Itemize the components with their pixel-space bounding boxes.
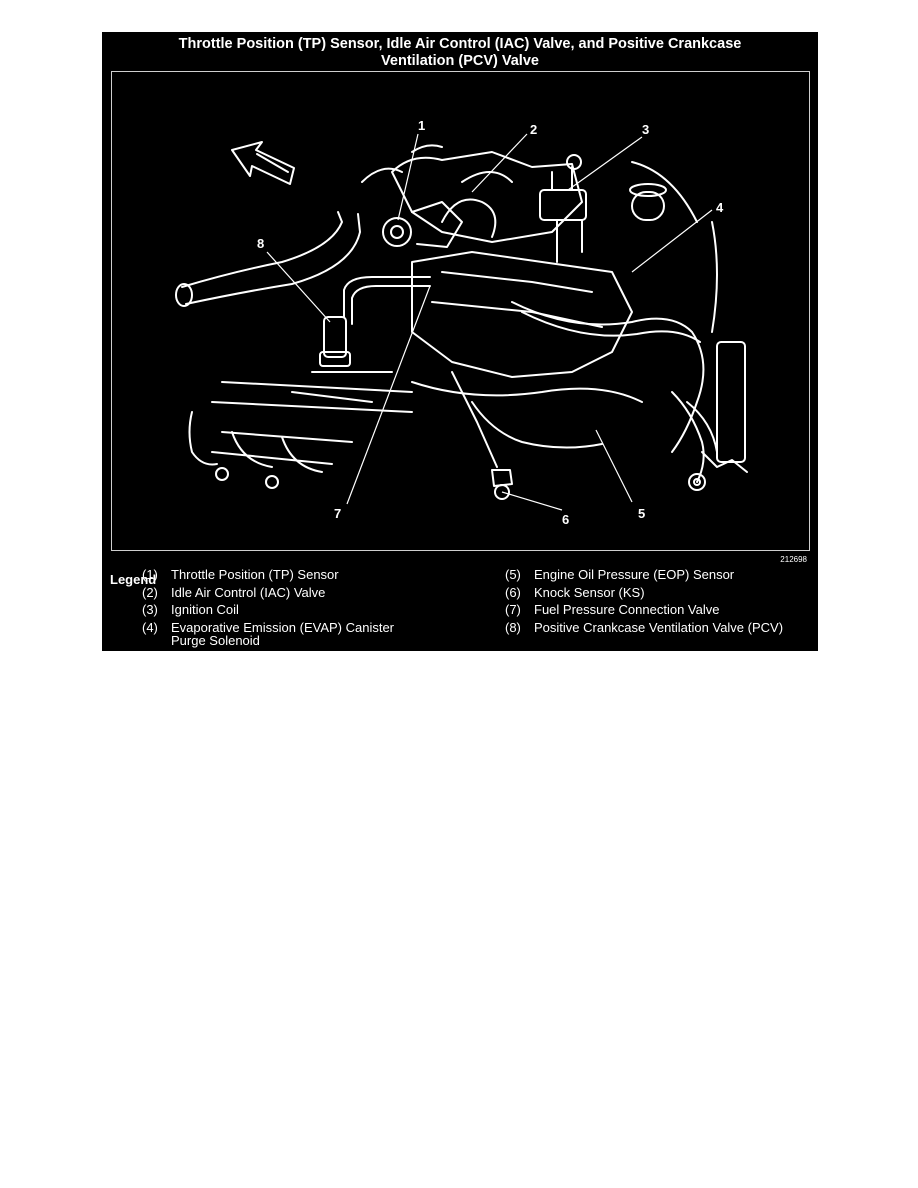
callout-8: 8 bbox=[257, 236, 264, 251]
legend-number: (1) bbox=[142, 567, 158, 582]
figure-id: 212698 bbox=[780, 555, 807, 564]
legend-number: (4) bbox=[142, 620, 158, 635]
callout-4: 4 bbox=[716, 200, 724, 215]
legend-text: Evaporative Emission (EVAP) Canister bbox=[171, 620, 395, 635]
legend-item-6: (6) Knock Sensor (KS) bbox=[505, 586, 815, 602]
legend-item-4: (4) Evaporative Emission (EVAP) Canister… bbox=[142, 621, 442, 651]
callout-2: 2 bbox=[530, 122, 537, 137]
diagram-title: Throttle Position (TP) Sensor, Idle Air … bbox=[102, 36, 818, 70]
legend-text: Idle Air Control (IAC) Valve bbox=[171, 585, 326, 600]
legend-text: Fuel Pressure Connection Valve bbox=[534, 602, 720, 617]
legend-number: (8) bbox=[505, 620, 521, 635]
legend-number: (3) bbox=[142, 602, 158, 617]
legend-item-5: (5) Engine Oil Pressure (EOP) Sensor bbox=[505, 568, 815, 584]
diagram-panel: Throttle Position (TP) Sensor, Idle Air … bbox=[102, 32, 818, 651]
legend-item-1: (1) Throttle Position (TP) Sensor bbox=[142, 568, 442, 584]
callout-1: 1 bbox=[418, 118, 425, 133]
legend-heading: Legend bbox=[110, 572, 157, 587]
title-line-1: Throttle Position (TP) Sensor, Idle Air … bbox=[178, 36, 742, 52]
legend-number: (6) bbox=[505, 585, 521, 600]
title-line-2: Ventilation (PCV) Valve bbox=[381, 53, 539, 69]
legend-text: Positive Crankcase Ventilation Valve (PC… bbox=[534, 620, 784, 635]
legend-item-2: (2) Idle Air Control (IAC) Valve bbox=[142, 586, 442, 602]
legend-number: (5) bbox=[505, 567, 521, 582]
engine-drawing: 1 2 3 4 5 6 7 8 bbox=[112, 72, 809, 550]
front-arrow-icon bbox=[231, 141, 295, 185]
legend-item-8: (8) Positive Crankcase Ventilation Valve… bbox=[505, 621, 815, 637]
legend-text: Engine Oil Pressure (EOP) Sensor bbox=[534, 567, 735, 582]
legend-number: (7) bbox=[505, 602, 521, 617]
legend-item-3: (3) Ignition Coil bbox=[142, 603, 442, 619]
engine-illustration: 1 2 3 4 5 6 7 8 bbox=[111, 71, 810, 551]
legend-item-7: (7) Fuel Pressure Connection Valve bbox=[505, 603, 815, 619]
callout-3: 3 bbox=[642, 122, 649, 137]
legend-text: Ignition Coil bbox=[171, 602, 239, 617]
legend-text: Throttle Position (TP) Sensor bbox=[171, 567, 339, 582]
callout-6: 6 bbox=[562, 512, 569, 527]
legend-text-continued: Purge Solenoid bbox=[171, 633, 260, 648]
callout-7: 7 bbox=[334, 506, 341, 521]
legend-text: Knock Sensor (KS) bbox=[534, 585, 645, 600]
callout-5: 5 bbox=[638, 506, 645, 521]
legend-number: (2) bbox=[142, 585, 158, 600]
